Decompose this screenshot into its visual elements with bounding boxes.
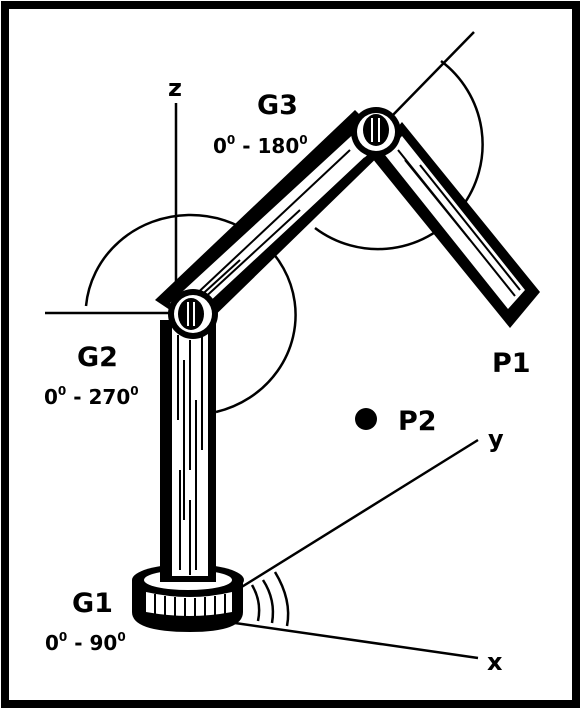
g1-angle-arc-middle <box>261 579 275 624</box>
g3-label: G3 <box>257 90 298 121</box>
g3-reference-line <box>389 31 475 119</box>
forearm-segment <box>372 122 540 328</box>
p1-label: P1 <box>492 348 531 379</box>
p2-label: P2 <box>398 406 437 437</box>
g1-range-label: 00 - 900 <box>45 630 126 655</box>
y-axis-line <box>239 438 479 590</box>
g1-angle-arc-inner <box>250 584 261 622</box>
base-joint-g1 <box>132 564 244 632</box>
joint-g3 <box>351 107 401 157</box>
g2-range-label: 00 - 2700 <box>44 384 139 409</box>
z-axis-label: z <box>168 74 182 102</box>
joint-g2 <box>168 289 218 339</box>
upper-arm-segment <box>155 110 390 330</box>
g2-label: G2 <box>77 342 118 373</box>
p2-point <box>355 408 377 430</box>
g1-label: G1 <box>72 588 113 619</box>
g3-range-label: 00 - 1800 <box>213 133 308 158</box>
vertical-column <box>160 320 216 582</box>
x-axis-line <box>227 620 479 660</box>
g1-angle-arc-outer <box>273 571 290 627</box>
x-axis-label: x <box>487 648 503 676</box>
y-axis-label: y <box>488 425 504 453</box>
